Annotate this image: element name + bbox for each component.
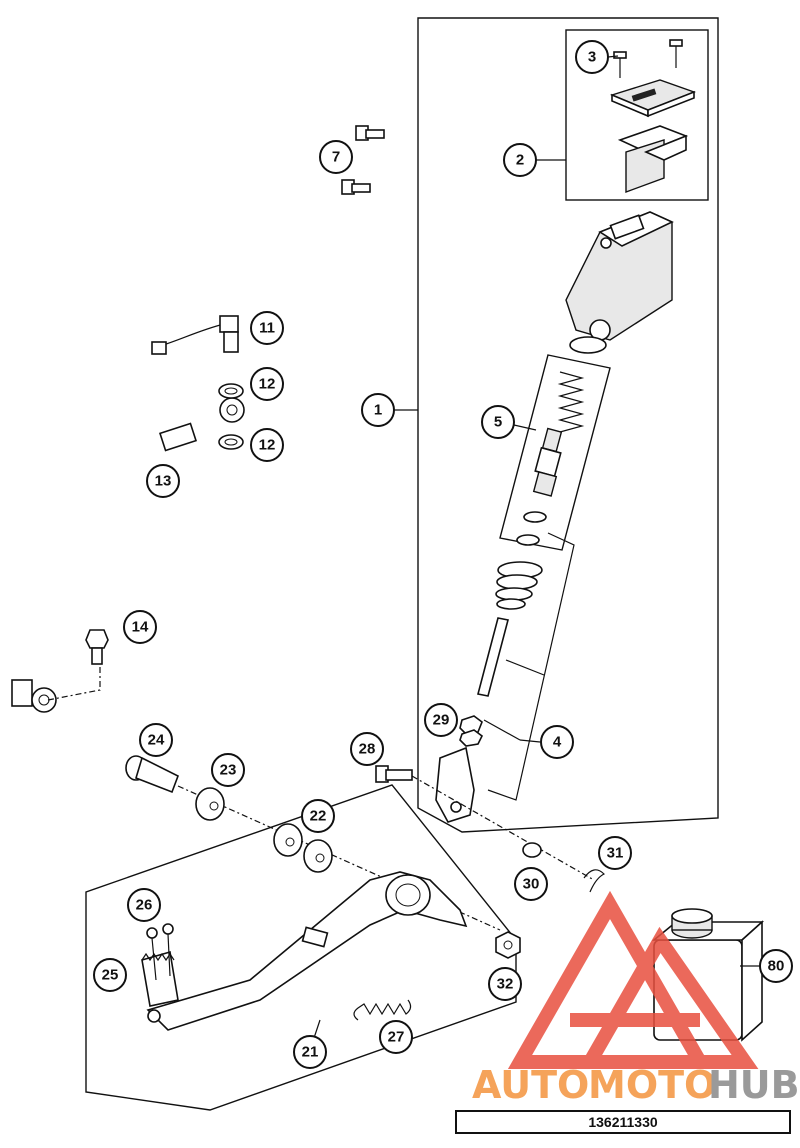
callout-5: 5 <box>481 405 515 439</box>
svg-text:26: 26 <box>136 897 153 914</box>
callout-2: 2 <box>503 143 537 177</box>
kit-leader <box>487 532 575 801</box>
brake-hose <box>11 397 245 713</box>
master-cylinder-frame <box>417 17 719 833</box>
clevis-bolt <box>375 765 413 783</box>
svg-text:21: 21 <box>302 1044 319 1061</box>
watermark-part-hub: HUB <box>708 1063 800 1107</box>
callout-32: 32 <box>488 967 522 1001</box>
svg-text:29: 29 <box>433 712 450 729</box>
bolt-lower <box>341 179 371 195</box>
reservoir-cap <box>609 79 697 118</box>
callout-22: 22 <box>301 799 335 833</box>
callout-21: 21 <box>293 1035 327 1069</box>
svg-text:7: 7 <box>332 149 340 166</box>
callout-26: 26 <box>127 888 161 922</box>
watermark-part-moto: MOTO <box>588 1063 716 1107</box>
reservoir-diaphragm <box>617 125 689 194</box>
callout-4: 4 <box>540 725 574 759</box>
svg-text:25: 25 <box>102 967 119 984</box>
reservoir-cap-frame <box>565 29 709 201</box>
master-cylinder-body <box>565 211 674 354</box>
svg-text:5: 5 <box>494 414 502 431</box>
svg-text:23: 23 <box>220 762 237 779</box>
watermark-logo-text: AUTO MOTO HUB <box>472 1063 800 1107</box>
svg-text:13: 13 <box>155 473 172 490</box>
rubber-boot <box>495 561 543 610</box>
brake-light-switch <box>151 315 239 355</box>
callout-28: 28 <box>350 732 384 766</box>
piston-seals <box>516 511 547 546</box>
callout-1: 1 <box>361 393 395 427</box>
svg-text:31: 31 <box>607 845 624 862</box>
return-spring <box>353 999 412 1021</box>
piston-spring <box>557 371 585 433</box>
svg-text:11: 11 <box>259 320 275 337</box>
callout-11: 11 <box>250 311 284 345</box>
pivot-nut <box>495 931 521 959</box>
svg-text:27: 27 <box>388 1029 405 1046</box>
svg-text:12: 12 <box>259 437 276 454</box>
svg-text:22: 22 <box>310 808 327 825</box>
callout-30: 30 <box>514 867 548 901</box>
callout-29: 29 <box>424 703 458 737</box>
callout-14: 14 <box>123 610 157 644</box>
pivot-bolt <box>125 755 180 794</box>
watermark-part-auto: AUTO <box>472 1063 589 1107</box>
svg-text:4: 4 <box>553 734 562 751</box>
callout-31: 31 <box>598 836 632 870</box>
svg-text:3: 3 <box>588 49 596 66</box>
cotter-pin <box>583 869 606 893</box>
bolt-upper <box>355 125 385 141</box>
svg-text:2: 2 <box>516 152 524 169</box>
callout-12-upper: 12 <box>250 367 284 401</box>
foot-step <box>141 950 179 1007</box>
push-rod <box>477 617 509 697</box>
clevis-nuts <box>459 715 484 747</box>
watermark <box>507 890 759 1069</box>
callout-23: 23 <box>211 753 245 787</box>
callout-24: 24 <box>139 723 173 757</box>
brake-pedal-frame <box>85 784 517 1111</box>
piston <box>532 427 563 497</box>
svg-text:30: 30 <box>523 876 540 893</box>
cap-screws <box>613 39 683 78</box>
callout-3: 3 <box>575 40 609 74</box>
svg-text:14: 14 <box>132 619 149 636</box>
callout-7: 7 <box>319 140 353 174</box>
svg-text:12: 12 <box>259 376 276 393</box>
svg-text:24: 24 <box>148 732 165 749</box>
banjo-bolt <box>85 629 109 665</box>
diagram-code-box: 136211330 <box>455 1110 791 1134</box>
foot-step-screws <box>146 923 174 981</box>
callout-13: 13 <box>146 464 180 498</box>
svg-text:28: 28 <box>359 741 376 758</box>
clevis <box>435 746 475 823</box>
svg-text:80: 80 <box>768 958 785 975</box>
callout-12-lower: 12 <box>250 428 284 462</box>
svg-text:32: 32 <box>497 976 514 993</box>
callout-80: 80 <box>759 949 793 983</box>
washer-30 <box>522 842 542 858</box>
callout-27: 27 <box>379 1020 413 1054</box>
brake-pedal-lever <box>146 871 468 1031</box>
callout-25: 25 <box>93 958 127 992</box>
piston-kit-frame <box>499 354 611 551</box>
svg-text:1: 1 <box>374 402 382 419</box>
